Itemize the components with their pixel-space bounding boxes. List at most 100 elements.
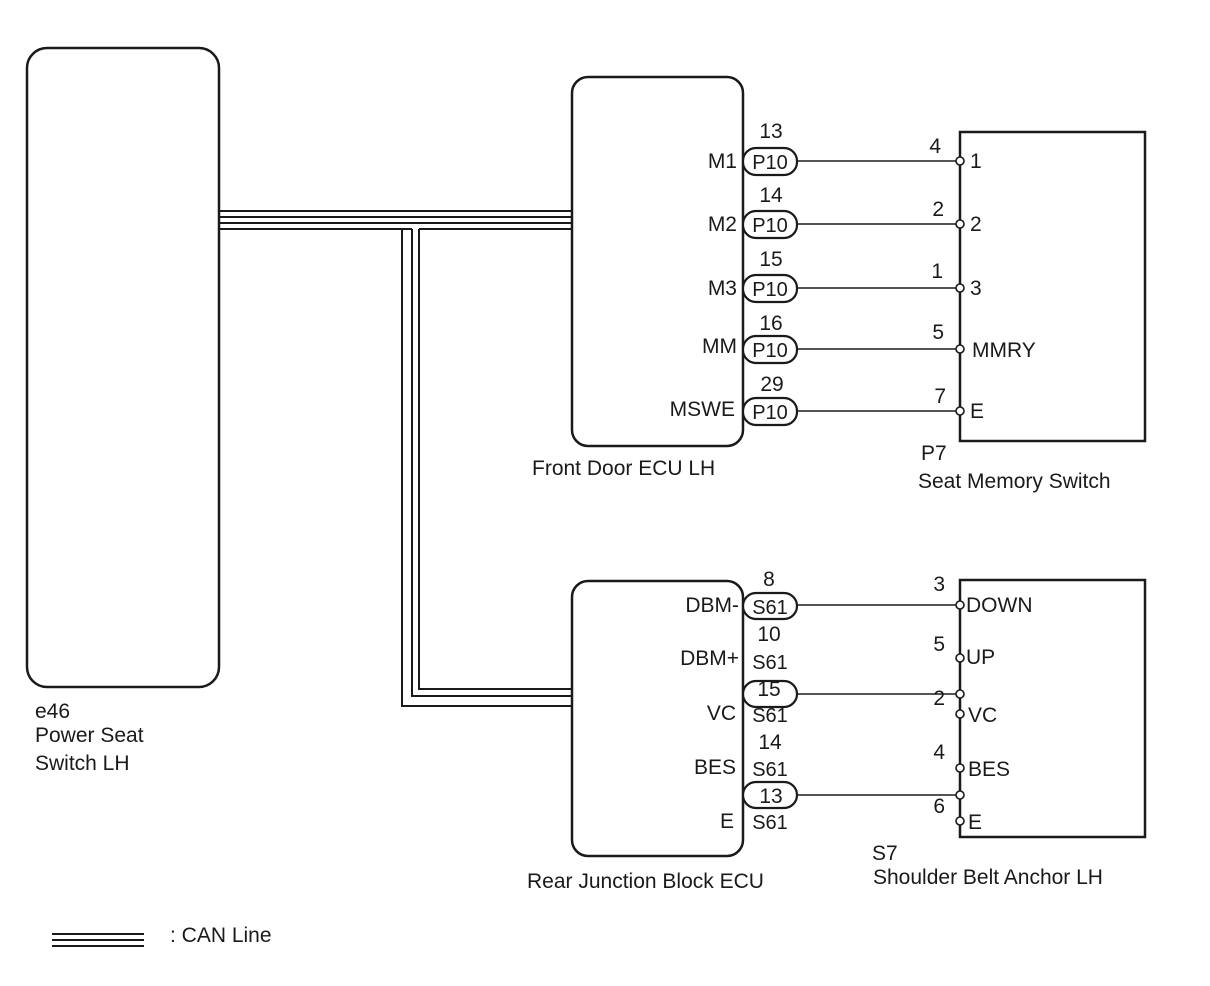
- terminal: [955, 219, 965, 229]
- power-seat-switch-name-2: Switch LH: [35, 752, 130, 775]
- connector-capsule: [741, 209, 799, 240]
- connector-capsule: [741, 334, 799, 365]
- pin-label: M2: [708, 213, 737, 236]
- shoulder-belt-anchor-code: S7: [872, 842, 898, 865]
- power-seat-switch-body: [25, 46, 221, 689]
- rear-junction-block-ecu: Rear Junction Block ECU: [527, 579, 764, 893]
- far-pin-label: 1: [970, 150, 982, 173]
- can-line: [219, 210, 572, 707]
- far-pin-number: 4: [933, 741, 945, 764]
- pin-row-m1: M1 13 P10 4 1: [708, 120, 982, 177]
- power-seat-switch-name-1: Power Seat: [35, 724, 144, 747]
- pin-row-m3: M3 15 P10 1 3: [708, 248, 982, 304]
- pin-number: 15: [757, 678, 780, 701]
- rear-jb-pins: DBM- 8 S61 DBM+ 10 S61 VC 15 S61 BES 14 …: [680, 568, 956, 834]
- connector-capsule: [741, 780, 799, 810]
- pin-row-mswe: MSWE 29 P10 7 E: [670, 373, 984, 427]
- pin-number: 8: [763, 568, 775, 591]
- terminal: [955, 816, 965, 826]
- far-pin-number: 5: [933, 633, 945, 656]
- pin-label: M1: [708, 150, 737, 173]
- pin-number: 14: [758, 731, 782, 754]
- pin-label: E: [720, 810, 734, 833]
- terminal: [955, 763, 965, 773]
- far-pin-label: DOWN: [966, 594, 1033, 617]
- front-door-ecu: Front Door ECU LH: [532, 75, 745, 480]
- pin-row-mm: MM 16 P10 5 MMRY: [702, 312, 1036, 365]
- terminal: [955, 689, 965, 699]
- shoulder-belt-anchor-body: [958, 578, 1147, 839]
- pin-number: 15: [759, 248, 782, 271]
- terminal: [955, 790, 965, 800]
- pin-label: DBM-: [685, 594, 739, 617]
- pin-number: 29: [760, 373, 783, 396]
- rear-junction-block-body: [570, 579, 745, 858]
- rear-junction-block-name: Rear Junction Block ECU: [527, 870, 764, 893]
- far-pin-number: 2: [933, 687, 945, 710]
- front-door-ecu-body: [570, 75, 745, 448]
- pin-row-m2: M2 14 P10 2 2: [708, 184, 982, 240]
- terminal: [955, 709, 965, 719]
- far-pin-number: 6: [933, 795, 945, 818]
- terminal: [955, 653, 965, 663]
- seat-memory-switch-name: Seat Memory Switch: [918, 470, 1111, 493]
- pin-number: 13: [759, 120, 782, 143]
- seat-memory-switch-body: [958, 130, 1147, 443]
- front-door-ecu-pins: M1 13 P10 4 1 M2 14 P10 2 2 M3 15 P10 1: [670, 120, 1036, 427]
- connector-capsule: [741, 273, 799, 304]
- pin-label: BES: [694, 756, 736, 779]
- front-door-ecu-name: Front Door ECU LH: [532, 457, 715, 480]
- far-pin-number: 7: [934, 385, 946, 408]
- pin-row-dbm-minus: DBM- 8 S61: [685, 568, 956, 621]
- terminal: [955, 406, 965, 416]
- far-pin-number: 5: [932, 321, 944, 344]
- connector-code: P10: [752, 215, 788, 237]
- sb-pin-up: 5 UP: [933, 633, 995, 669]
- legend-label: : CAN Line: [170, 924, 272, 947]
- pin-label: DBM+: [680, 647, 739, 670]
- far-pin-number: 2: [932, 198, 944, 221]
- terminal: [955, 600, 965, 610]
- far-pin-number: 3: [933, 573, 945, 596]
- pin-number: 14: [759, 184, 783, 207]
- far-pin-label: VC: [968, 704, 997, 727]
- pin-label: M3: [708, 277, 737, 300]
- far-pin-number: 1: [931, 260, 943, 283]
- sb-pin-vc: 2 VC: [933, 687, 997, 727]
- seat-memory-switch: P7 Seat Memory Switch: [918, 130, 1147, 493]
- far-pin-label: E: [968, 811, 982, 834]
- pin-row-e: E 13 S61: [720, 780, 956, 834]
- pin-number: 13: [759, 785, 782, 808]
- connector-capsule: [741, 396, 799, 427]
- pin-row-vc: VC 15 S61: [707, 678, 956, 727]
- far-pin-number: 4: [929, 135, 941, 158]
- far-pin-label: 2: [970, 213, 982, 236]
- terminal: [955, 156, 965, 166]
- connector-code: P10: [752, 402, 788, 424]
- terminal: [955, 283, 965, 293]
- connector-code: S61: [752, 759, 788, 781]
- pin-row-dbm-plus: DBM+ 10 S61: [680, 623, 788, 674]
- shoulder-belt-anchor: S7 Shoulder Belt Anchor LH: [872, 578, 1147, 889]
- far-pin-label: E: [970, 400, 984, 423]
- sb-pin-down: 3 DOWN: [933, 573, 1032, 617]
- connector-capsule: [741, 679, 799, 709]
- power-seat-switch-code: e46: [35, 700, 70, 723]
- far-pin-label: 3: [970, 277, 982, 300]
- pin-number: 16: [759, 312, 782, 335]
- connector-code: P10: [752, 340, 788, 362]
- legend: : CAN Line: [52, 924, 272, 947]
- connector-code: P10: [752, 279, 788, 301]
- far-pin-label: BES: [968, 758, 1010, 781]
- power-seat-switch: e46 Power Seat Switch LH: [25, 46, 221, 775]
- connector-code: S61: [752, 597, 788, 619]
- shoulder-belt-pins: 3 DOWN 5 UP 2 VC 4 BES 6 E: [933, 573, 1032, 834]
- connector-capsule: [741, 146, 799, 177]
- far-pin-label: MMRY: [972, 339, 1036, 362]
- far-pin-label: UP: [966, 646, 995, 669]
- pin-label: MM: [702, 335, 737, 358]
- pin-label: MSWE: [670, 398, 735, 421]
- pin-label: VC: [707, 702, 736, 725]
- shoulder-belt-anchor-name: Shoulder Belt Anchor LH: [873, 866, 1103, 889]
